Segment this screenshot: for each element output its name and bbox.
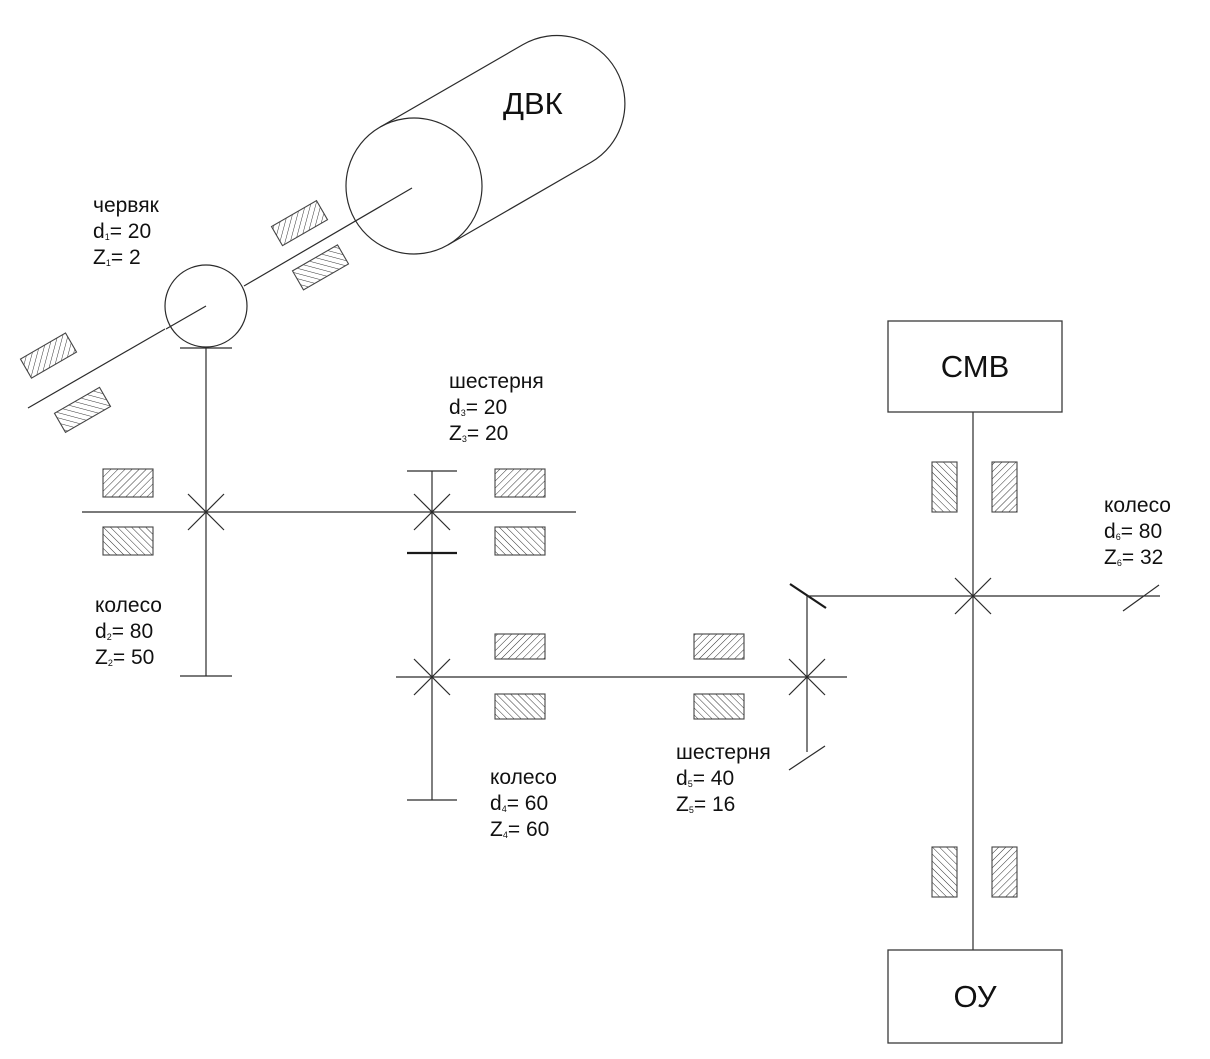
svg-text:d5= 40: d5= 40: [676, 767, 734, 790]
motor-front-face: [345, 117, 483, 255]
bearing: [494, 468, 546, 498]
label-gear-5: шестерня d5= 40 Z5= 16: [676, 741, 771, 816]
svg-text:Z4= 60: Z4= 60: [490, 818, 549, 841]
svg-text:d2= 80: d2= 80: [95, 620, 153, 643]
worm-shaft-inner: [165, 305, 207, 330]
gear-name: червяк: [93, 194, 160, 217]
bearing: [494, 526, 546, 556]
bearing-worm-left-top: [19, 332, 78, 379]
bearing-worm-left-bottom: [53, 386, 112, 434]
block-smv: СМВ: [887, 320, 1063, 413]
bearing: [931, 461, 958, 513]
ou-label: ОУ: [953, 979, 996, 1014]
shaft-joint-icon: [413, 658, 451, 696]
svg-text:Z6= 32: Z6= 32: [1104, 546, 1163, 569]
svg-text:Z5= 16: Z5= 16: [676, 793, 735, 816]
shaft-joint-icon: [954, 577, 992, 615]
bearing: [102, 526, 154, 556]
shaft-joint-icon: [187, 493, 225, 531]
svg-text:d3= 20: d3= 20: [449, 396, 507, 419]
label-gear-1: червяк d1= 20 Z1= 2: [93, 194, 160, 269]
motor-label: ДВК: [503, 86, 563, 121]
bearing: [693, 633, 745, 660]
motor-body: [379, 34, 626, 246]
svg-text:Z2= 50: Z2= 50: [95, 646, 154, 669]
bearing: [494, 693, 546, 720]
worm-shaft-left: [27, 328, 166, 409]
bearing: [693, 693, 745, 720]
worm-shaft: [19, 187, 413, 434]
bearing: [494, 633, 546, 660]
bearing: [991, 461, 1018, 513]
bearing-worm-right-bottom: [291, 244, 350, 291]
bearing: [931, 846, 958, 898]
output-shaft: [807, 412, 1160, 950]
worm-gear-circle: [164, 264, 248, 348]
bearing: [991, 846, 1018, 898]
label-gear-6: колесо d6= 80 Z6= 32: [1104, 494, 1171, 569]
svg-text:Z3= 20: Z3= 20: [449, 422, 508, 445]
smv-label: СМВ: [941, 349, 1010, 384]
gear-3-4-line: [407, 470, 457, 801]
block-ou: ОУ: [887, 949, 1063, 1044]
label-gear-2: колесо d2= 80 Z2= 50: [95, 594, 162, 669]
svg-text:Z1= 2: Z1= 2: [93, 246, 141, 269]
shaft-3: [396, 633, 847, 720]
gear-name: колесо: [95, 594, 162, 617]
gear-name: шестерня: [676, 741, 771, 764]
svg-text:d1= 20: d1= 20: [93, 220, 151, 243]
label-gear-3: шестерня d3= 20 Z3= 20: [449, 370, 544, 445]
bearing: [102, 468, 154, 498]
svg-text:d6= 80: d6= 80: [1104, 520, 1162, 543]
svg-text:d4= 60: d4= 60: [490, 792, 548, 815]
gear-name: шестерня: [449, 370, 544, 393]
motor-dvk: ДВК: [345, 34, 626, 255]
gear-name: колесо: [1104, 494, 1171, 517]
worm-shaft-right: [243, 187, 413, 287]
label-gear-4: колесо d4= 60 Z4= 60: [490, 766, 557, 841]
gear-name: колесо: [490, 766, 557, 789]
shaft-2: [82, 468, 576, 556]
bearing-worm-right-top: [270, 199, 329, 247]
